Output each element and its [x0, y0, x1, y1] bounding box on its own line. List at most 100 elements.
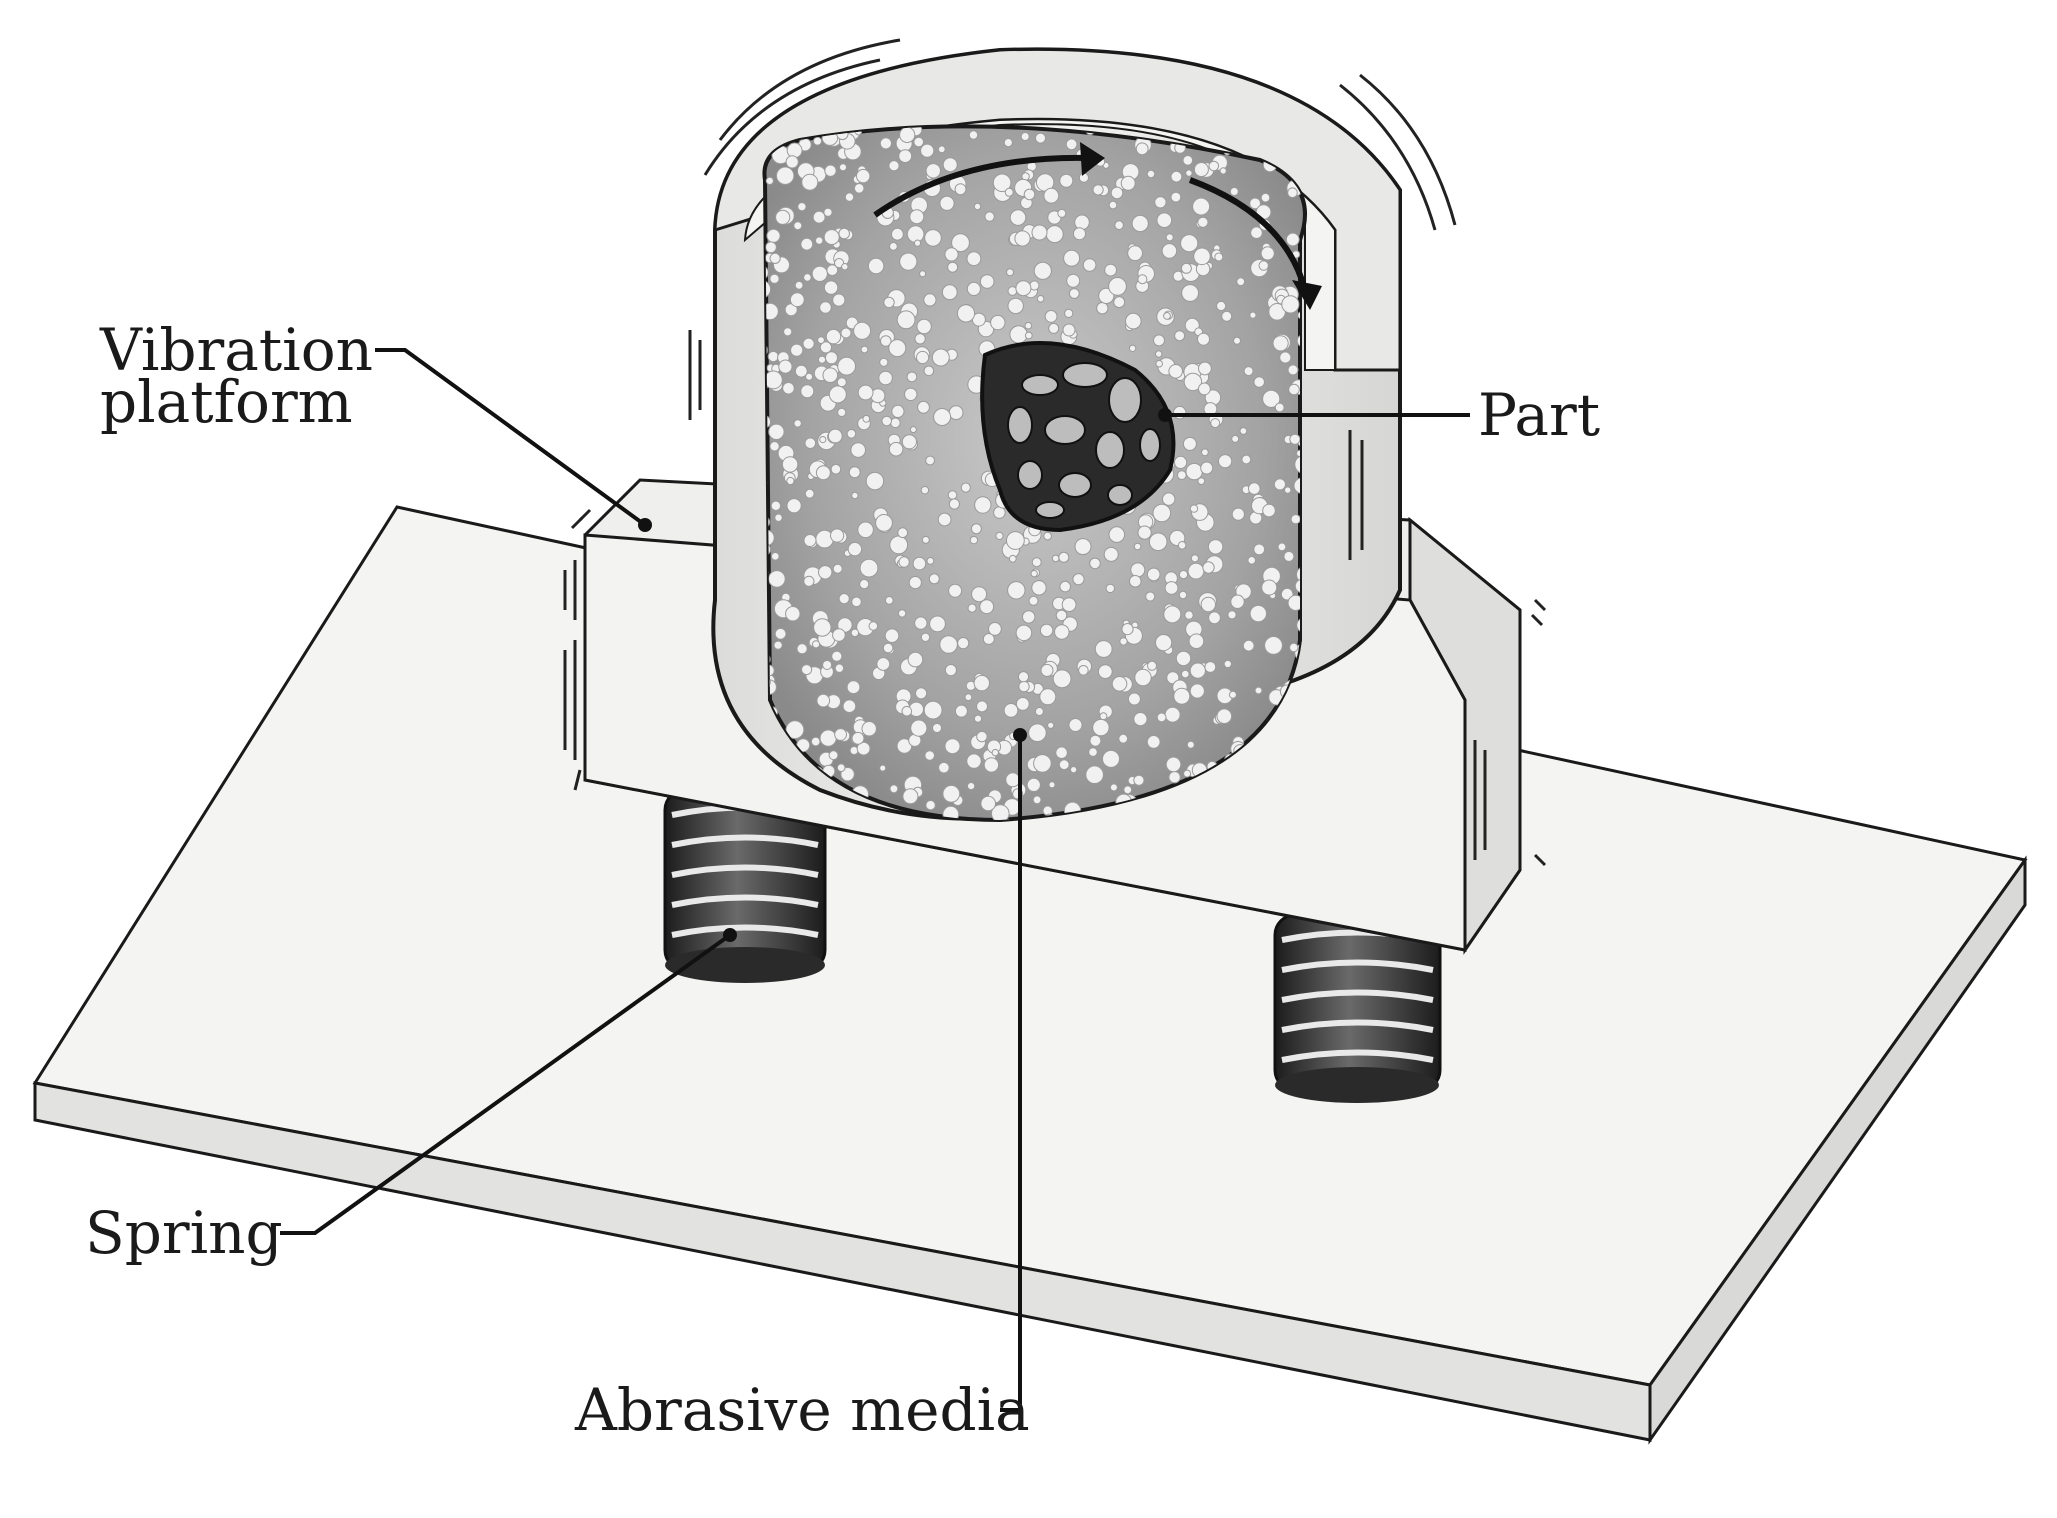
- media-pebble: [1021, 610, 1036, 624]
- media-pebble: [1099, 712, 1108, 721]
- media-pebble: [764, 342, 768, 358]
- media-pebble: [1070, 766, 1078, 774]
- media-pebble: [1127, 692, 1141, 706]
- media-pebble: [786, 498, 802, 514]
- media-pebble: [817, 336, 825, 345]
- media-pebble: [812, 210, 826, 224]
- media-pebble: [767, 350, 779, 363]
- media-pebble: [1121, 623, 1134, 636]
- media-pebble: [1059, 173, 1074, 188]
- media-pebble: [973, 714, 983, 723]
- media-pebble: [1114, 220, 1124, 230]
- media-pebble: [822, 367, 839, 384]
- media-pebble: [1028, 723, 1047, 743]
- media-pebble: [912, 556, 927, 571]
- media-pebble: [1170, 191, 1182, 203]
- media-pebble: [1249, 311, 1257, 319]
- media-pebble: [1057, 208, 1067, 218]
- media-pebble: [902, 788, 919, 805]
- media-pebble: [1119, 637, 1128, 646]
- media-pebble: [1097, 664, 1113, 679]
- media-pebble: [906, 371, 918, 383]
- media-pebble: [909, 209, 925, 225]
- media-pebble: [1290, 514, 1301, 525]
- media-pebble: [1043, 187, 1060, 204]
- media-pebble: [811, 640, 821, 649]
- media-pebble: [1024, 321, 1033, 330]
- media-pebble: [1033, 754, 1052, 773]
- media-pebble: [926, 557, 935, 565]
- media-pebble: [948, 498, 961, 510]
- media-pebble: [1181, 284, 1199, 302]
- media-pebble: [785, 606, 801, 622]
- media-pebble: [884, 596, 894, 605]
- media-pebble: [1133, 712, 1148, 727]
- media-pebble: [913, 239, 922, 247]
- media-pebble: [891, 227, 904, 241]
- media-pebble: [931, 348, 950, 367]
- media-pebble: [1146, 169, 1156, 179]
- media-pebble: [1032, 795, 1042, 805]
- media-pebble: [990, 314, 1006, 331]
- media-pebble: [1082, 258, 1097, 272]
- media-pebble: [1242, 639, 1255, 652]
- media-pebble: [1007, 581, 1026, 600]
- media-pebble: [1236, 277, 1246, 287]
- media-pebble: [781, 456, 799, 473]
- media-pebble: [1177, 541, 1187, 550]
- media-pebble: [1147, 660, 1157, 671]
- media-pebble: [1174, 330, 1186, 342]
- media-pebble: [1028, 595, 1039, 606]
- media-pebble: [774, 513, 783, 522]
- media-pebble: [1148, 532, 1168, 552]
- media-pebble: [769, 273, 780, 284]
- media-pebble: [915, 687, 928, 700]
- media-pebble: [944, 738, 961, 755]
- media-pebble: [1277, 542, 1287, 552]
- media-pebble: [973, 674, 990, 692]
- media-pebble: [1165, 756, 1182, 773]
- media-pebble: [970, 523, 982, 535]
- media-pebble: [825, 351, 838, 365]
- media-pebble: [1228, 690, 1237, 699]
- media-pebble: [1125, 312, 1142, 330]
- media-pebble: [1164, 706, 1181, 723]
- media-pebble: [897, 527, 909, 539]
- media-pebble: [1026, 777, 1041, 793]
- media-pebble: [924, 229, 942, 247]
- media-pebble: [896, 310, 916, 330]
- media-pebble: [979, 274, 995, 289]
- media-pebble: [991, 804, 1010, 820]
- media-pebble: [1216, 708, 1233, 725]
- media-pebble: [1044, 310, 1058, 323]
- media-pebble: [1039, 623, 1054, 638]
- media-pebble: [1188, 633, 1205, 650]
- media-pebble: [1015, 280, 1032, 297]
- media-pebble: [898, 556, 910, 568]
- base-plate: [32, 505, 2028, 1445]
- media-pebble: [1165, 233, 1174, 242]
- media-pebble: [1207, 539, 1224, 555]
- media-pebble: [960, 482, 971, 493]
- media-pebble: [857, 521, 874, 539]
- media-pebble: [819, 436, 827, 444]
- media-pebble: [880, 335, 892, 347]
- media-pebble: [1055, 746, 1068, 760]
- media-pebble: [1230, 594, 1245, 609]
- media-pebble: [861, 721, 877, 737]
- media-pebble: [1168, 771, 1181, 784]
- media-pebble: [1285, 232, 1300, 247]
- media-pebble: [786, 142, 803, 159]
- media-pebble: [823, 229, 840, 246]
- media-pebble: [1229, 187, 1239, 196]
- media-pebble: [1184, 610, 1194, 620]
- media-pebble: [888, 339, 907, 358]
- media-pebble: [1173, 687, 1191, 705]
- media-pebble: [913, 136, 925, 148]
- media-pebble: [768, 423, 785, 440]
- media-pebble: [769, 441, 780, 452]
- media-pebble: [1017, 671, 1030, 683]
- media-pebble: [764, 370, 783, 390]
- media-pebble: [947, 490, 958, 500]
